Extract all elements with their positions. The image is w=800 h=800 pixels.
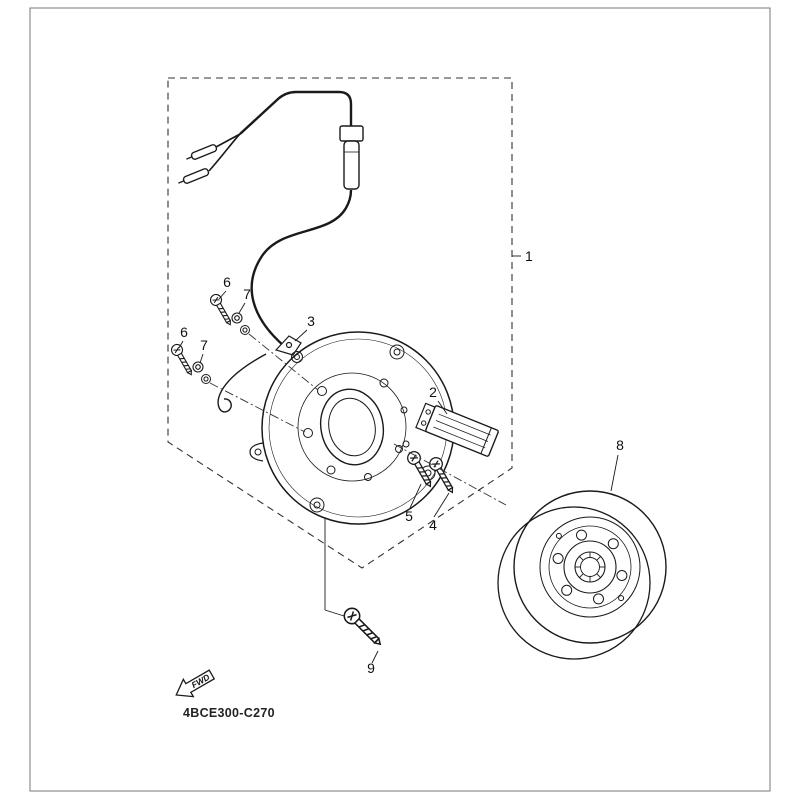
callout-leader (433, 492, 450, 518)
spring-washer-7b (201, 374, 211, 384)
callout-7b: 7 (200, 337, 208, 353)
outer-border (29, 7, 771, 792)
callout-leader (371, 650, 379, 664)
callout-6b: 6 (180, 324, 188, 340)
callout-leader (178, 340, 184, 349)
callout-leader (218, 290, 227, 300)
callout-6a: 6 (223, 274, 231, 290)
callout-leader (409, 483, 422, 509)
pickup-coil (415, 402, 499, 457)
alignment-axis (248, 333, 319, 391)
spring-washer-7a (240, 325, 250, 335)
connector-terminal (178, 168, 210, 184)
callout-9: 9 (367, 660, 375, 676)
grommet (339, 125, 364, 190)
callout-leader (294, 329, 308, 342)
callout-3: 3 (307, 313, 315, 329)
callout-4: 4 (429, 517, 437, 533)
fwd-arrow-icon (175, 669, 216, 698)
alignment-axis (209, 382, 306, 433)
flywheel-rotor (497, 490, 667, 660)
bolt-9-locating-line (324, 609, 345, 617)
wire-clamp-bracket (274, 335, 302, 356)
callout-leader (238, 302, 246, 314)
pickup-lead-wire (217, 353, 267, 413)
callout-leader (199, 353, 204, 364)
callout-2: 2 (429, 384, 437, 400)
callout-leader (610, 454, 619, 492)
callout-8: 8 (616, 437, 624, 453)
connector-terminal (186, 144, 218, 160)
callout-1: 1 (525, 248, 533, 264)
spline-hub (575, 552, 605, 582)
callout-leaders (178, 255, 619, 664)
callout-7a: 7 (243, 286, 251, 302)
callout-5: 5 (405, 508, 413, 524)
washer-7a (231, 312, 243, 324)
wire-harness (178, 90, 364, 413)
callout-leader (437, 400, 448, 415)
washer-7b (192, 361, 204, 373)
assembly-boundary-dashed (167, 77, 513, 569)
diagram-code: 4BCE300-C270 (183, 706, 275, 720)
alignment-axis (393, 443, 507, 506)
